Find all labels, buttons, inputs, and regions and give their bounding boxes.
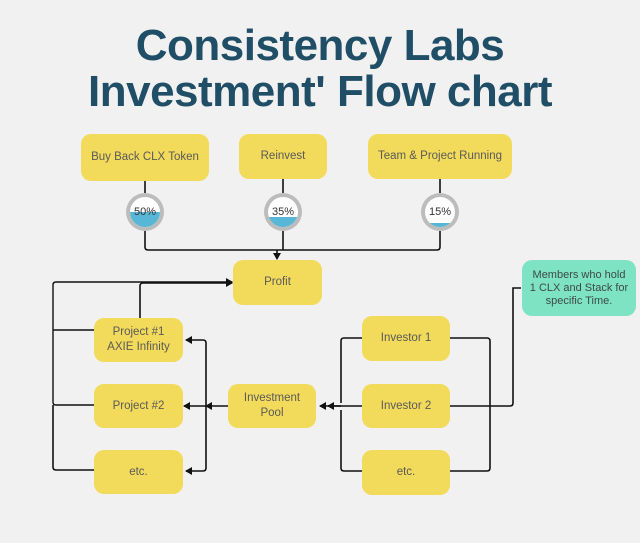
investor-etc-label: etc.: [396, 466, 416, 478]
profit-label: Profit: [264, 276, 291, 288]
buy-back-label: Buy Back CLX Token: [91, 151, 199, 163]
gauge-team-project-label: 15%: [428, 206, 452, 218]
members-note: Members who hold 1 CLX and Stack for spe…: [522, 260, 636, 316]
gauge-reinvest-label: 35%: [271, 206, 295, 218]
project-1-label: Project #1 AXIE Infinity: [107, 326, 170, 353]
gauge-buy-back: 50%: [126, 193, 164, 231]
profit-box: Profit: [233, 260, 322, 305]
investor-1-label: Investor 1: [380, 332, 432, 344]
members-note-label: Members who hold 1 CLX and Stack for spe…: [529, 268, 629, 307]
project-2-label: Project #2: [112, 399, 165, 412]
team-project-label: Team & Project Running: [377, 150, 502, 162]
reinvest-box: Reinvest: [239, 134, 327, 179]
investor-2-label: Investor 2: [380, 399, 432, 412]
gauge-reinvest: 35%: [264, 193, 302, 231]
title-line-1: Consistency Labs: [135, 21, 505, 70]
gauge-buy-back-label: 50%: [133, 206, 157, 218]
project-1-box: Project #1 AXIE Infinity: [94, 318, 183, 362]
buy-back-box: Buy Back CLX Token: [81, 134, 209, 181]
reinvest-label: Reinvest: [260, 150, 306, 162]
title-line-2: Investment' Flow chart: [88, 67, 553, 116]
project-2-box: Project #2: [94, 384, 183, 428]
investment-pool-box: Investment Pool: [228, 384, 316, 428]
investor-etc-box: etc.: [362, 450, 450, 495]
gauge-team-project: 15%: [421, 193, 459, 231]
team-project-box: Team & Project Running: [368, 134, 512, 179]
investor-1-box: Investor 1: [362, 316, 450, 361]
investor-2-box: Investor 2: [362, 384, 450, 428]
investment-pool-label: Investment Pool: [243, 392, 301, 419]
project-etc-label: etc.: [129, 465, 148, 478]
project-etc-box: etc.: [94, 450, 183, 494]
